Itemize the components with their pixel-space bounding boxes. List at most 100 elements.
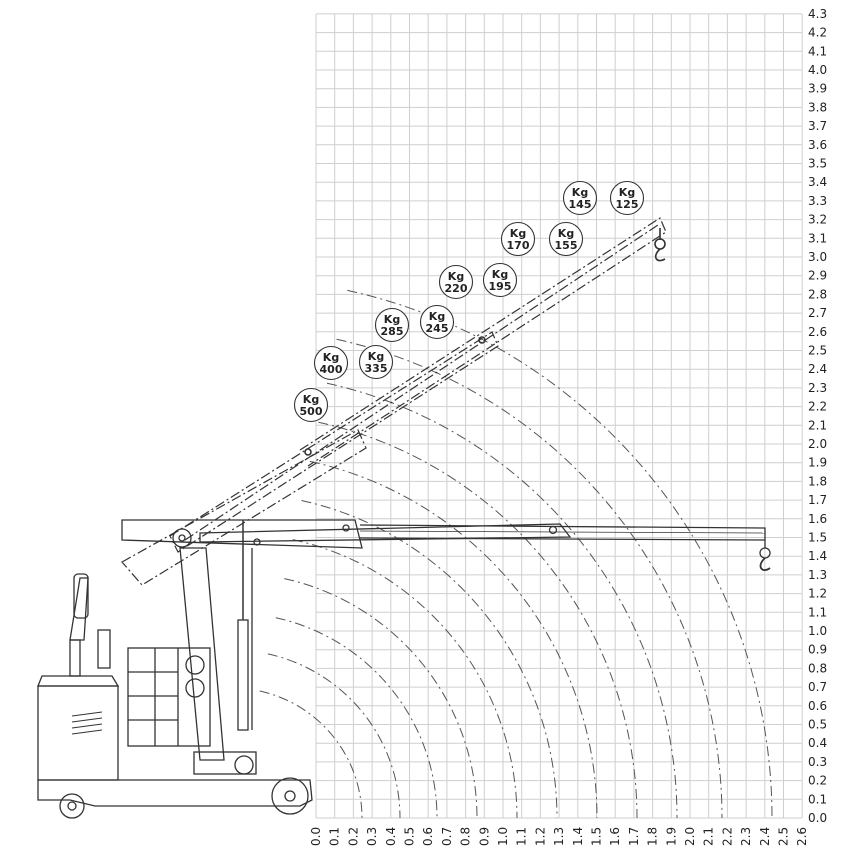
x-tick-label: 1.5 xyxy=(590,827,604,846)
y-tick-label: 3.5 xyxy=(808,157,827,171)
capacity-unit: Kg xyxy=(368,350,384,363)
capacity-unit: Kg xyxy=(384,313,400,326)
x-tick-label: 2.3 xyxy=(739,827,753,846)
y-tick-label: 1.7 xyxy=(808,493,827,507)
raised-boom-hook xyxy=(304,228,666,456)
control-tiller xyxy=(69,577,89,641)
x-tick-label: 1.0 xyxy=(496,827,510,846)
battery-block xyxy=(127,647,211,747)
y-tick-label: 0.5 xyxy=(808,718,827,732)
y-tick-label: 0.9 xyxy=(808,643,827,657)
tiller-head xyxy=(73,573,89,619)
y-tick-label: 1.2 xyxy=(808,587,827,601)
y-tick-label: 1.8 xyxy=(808,474,827,488)
reach-arc xyxy=(318,421,638,819)
capacity-value: 145 xyxy=(569,198,592,211)
y-tick-label: 0.8 xyxy=(808,661,827,675)
y-tick-label: 1.3 xyxy=(808,568,827,582)
capacity-unit: Kg xyxy=(492,268,508,281)
badge-circle xyxy=(562,180,598,216)
y-tick-label: 3.0 xyxy=(808,250,827,264)
y-tick-label: 1.0 xyxy=(808,624,827,638)
y-tick-label: 3.2 xyxy=(808,213,827,227)
capacity-unit: Kg xyxy=(510,227,526,240)
y-tick-label: 2.6 xyxy=(808,325,827,339)
control-box xyxy=(97,629,111,669)
y-tick-label: 0.7 xyxy=(808,680,827,694)
capacity-unit: Kg xyxy=(558,227,574,240)
x-tick-label: 0.0 xyxy=(309,827,323,846)
reach-arc xyxy=(309,460,598,819)
front-wheel xyxy=(271,777,309,815)
y-tick-label: 3.3 xyxy=(808,194,827,208)
x-tick-label: 1.3 xyxy=(552,827,566,846)
chassis xyxy=(37,779,313,807)
capacity-value: 220 xyxy=(445,282,468,295)
x-tick-label: 2.1 xyxy=(702,827,716,846)
y-tick-label: 1.5 xyxy=(808,531,827,545)
capacity-unit: Kg xyxy=(303,393,319,406)
x-tick-label: 0.9 xyxy=(477,827,491,846)
y-tick-label: 2.8 xyxy=(808,287,827,301)
badge-circle xyxy=(438,264,474,300)
y-tick-label: 3.7 xyxy=(808,119,827,133)
rear-wheel xyxy=(59,793,85,819)
capacity-unit: Kg xyxy=(619,186,635,199)
y-tick-label: 2.3 xyxy=(808,381,827,395)
x-tick-label: 1.7 xyxy=(627,827,641,846)
badge-circle xyxy=(293,387,329,423)
y-tick-label: 2.9 xyxy=(808,269,827,283)
y-tick-label: 2.5 xyxy=(808,344,827,358)
reach-arcs xyxy=(259,289,773,819)
mobile-crane-drawing xyxy=(37,520,313,819)
y-tick-label: 1.1 xyxy=(808,605,827,619)
y-tick-label: 3.1 xyxy=(808,231,827,245)
y-tick-label: 2.4 xyxy=(808,362,827,376)
boom-horizontal xyxy=(121,519,771,571)
y-tick-label: 0.6 xyxy=(808,699,827,713)
y-tick-label: 3.4 xyxy=(808,175,827,189)
y-tick-label: 0.2 xyxy=(808,774,827,788)
y-tick-label: 2.1 xyxy=(808,418,827,432)
capacity-unit: Kg xyxy=(572,186,588,199)
reach-arc xyxy=(326,382,678,819)
capacity-value: 195 xyxy=(489,280,512,293)
boom-raised xyxy=(121,217,667,586)
y-tick-label: 1.4 xyxy=(808,549,827,563)
capacity-badges: Kg500Kg400Kg285Kg220Kg170Kg145Kg335Kg245… xyxy=(293,180,645,423)
reach-arc xyxy=(275,617,438,819)
y-tick-label: 1.9 xyxy=(808,456,827,470)
reach-arc xyxy=(292,539,518,819)
capacity-value: 285 xyxy=(381,325,404,338)
badge-circle xyxy=(609,180,645,216)
tiller-post xyxy=(69,639,81,677)
x-tick-label: 0.6 xyxy=(421,827,435,846)
y-tick-label: 4.3 xyxy=(808,7,827,21)
badge-circle xyxy=(313,345,349,381)
reach-arc xyxy=(301,500,558,819)
reach-arc xyxy=(259,690,363,819)
x-tick-label: 2.5 xyxy=(777,827,791,846)
capacity-value: 400 xyxy=(320,363,343,376)
y-tick-label: 3.8 xyxy=(808,100,827,114)
badge-circle xyxy=(374,307,410,343)
capacity-unit: Kg xyxy=(323,351,339,364)
x-tick-label: 0.3 xyxy=(365,827,379,846)
x-tick-label: 1.2 xyxy=(533,827,547,846)
y-tick-label: 2.2 xyxy=(808,400,827,414)
y-tick-label: 4.2 xyxy=(808,26,827,40)
mast xyxy=(179,547,225,761)
capacity-value: 155 xyxy=(555,239,578,252)
capacity-value: 125 xyxy=(616,198,639,211)
x-tick-label: 0.8 xyxy=(459,827,473,846)
badge-circle xyxy=(482,262,518,298)
y-tick-label: 0.1 xyxy=(808,792,827,806)
